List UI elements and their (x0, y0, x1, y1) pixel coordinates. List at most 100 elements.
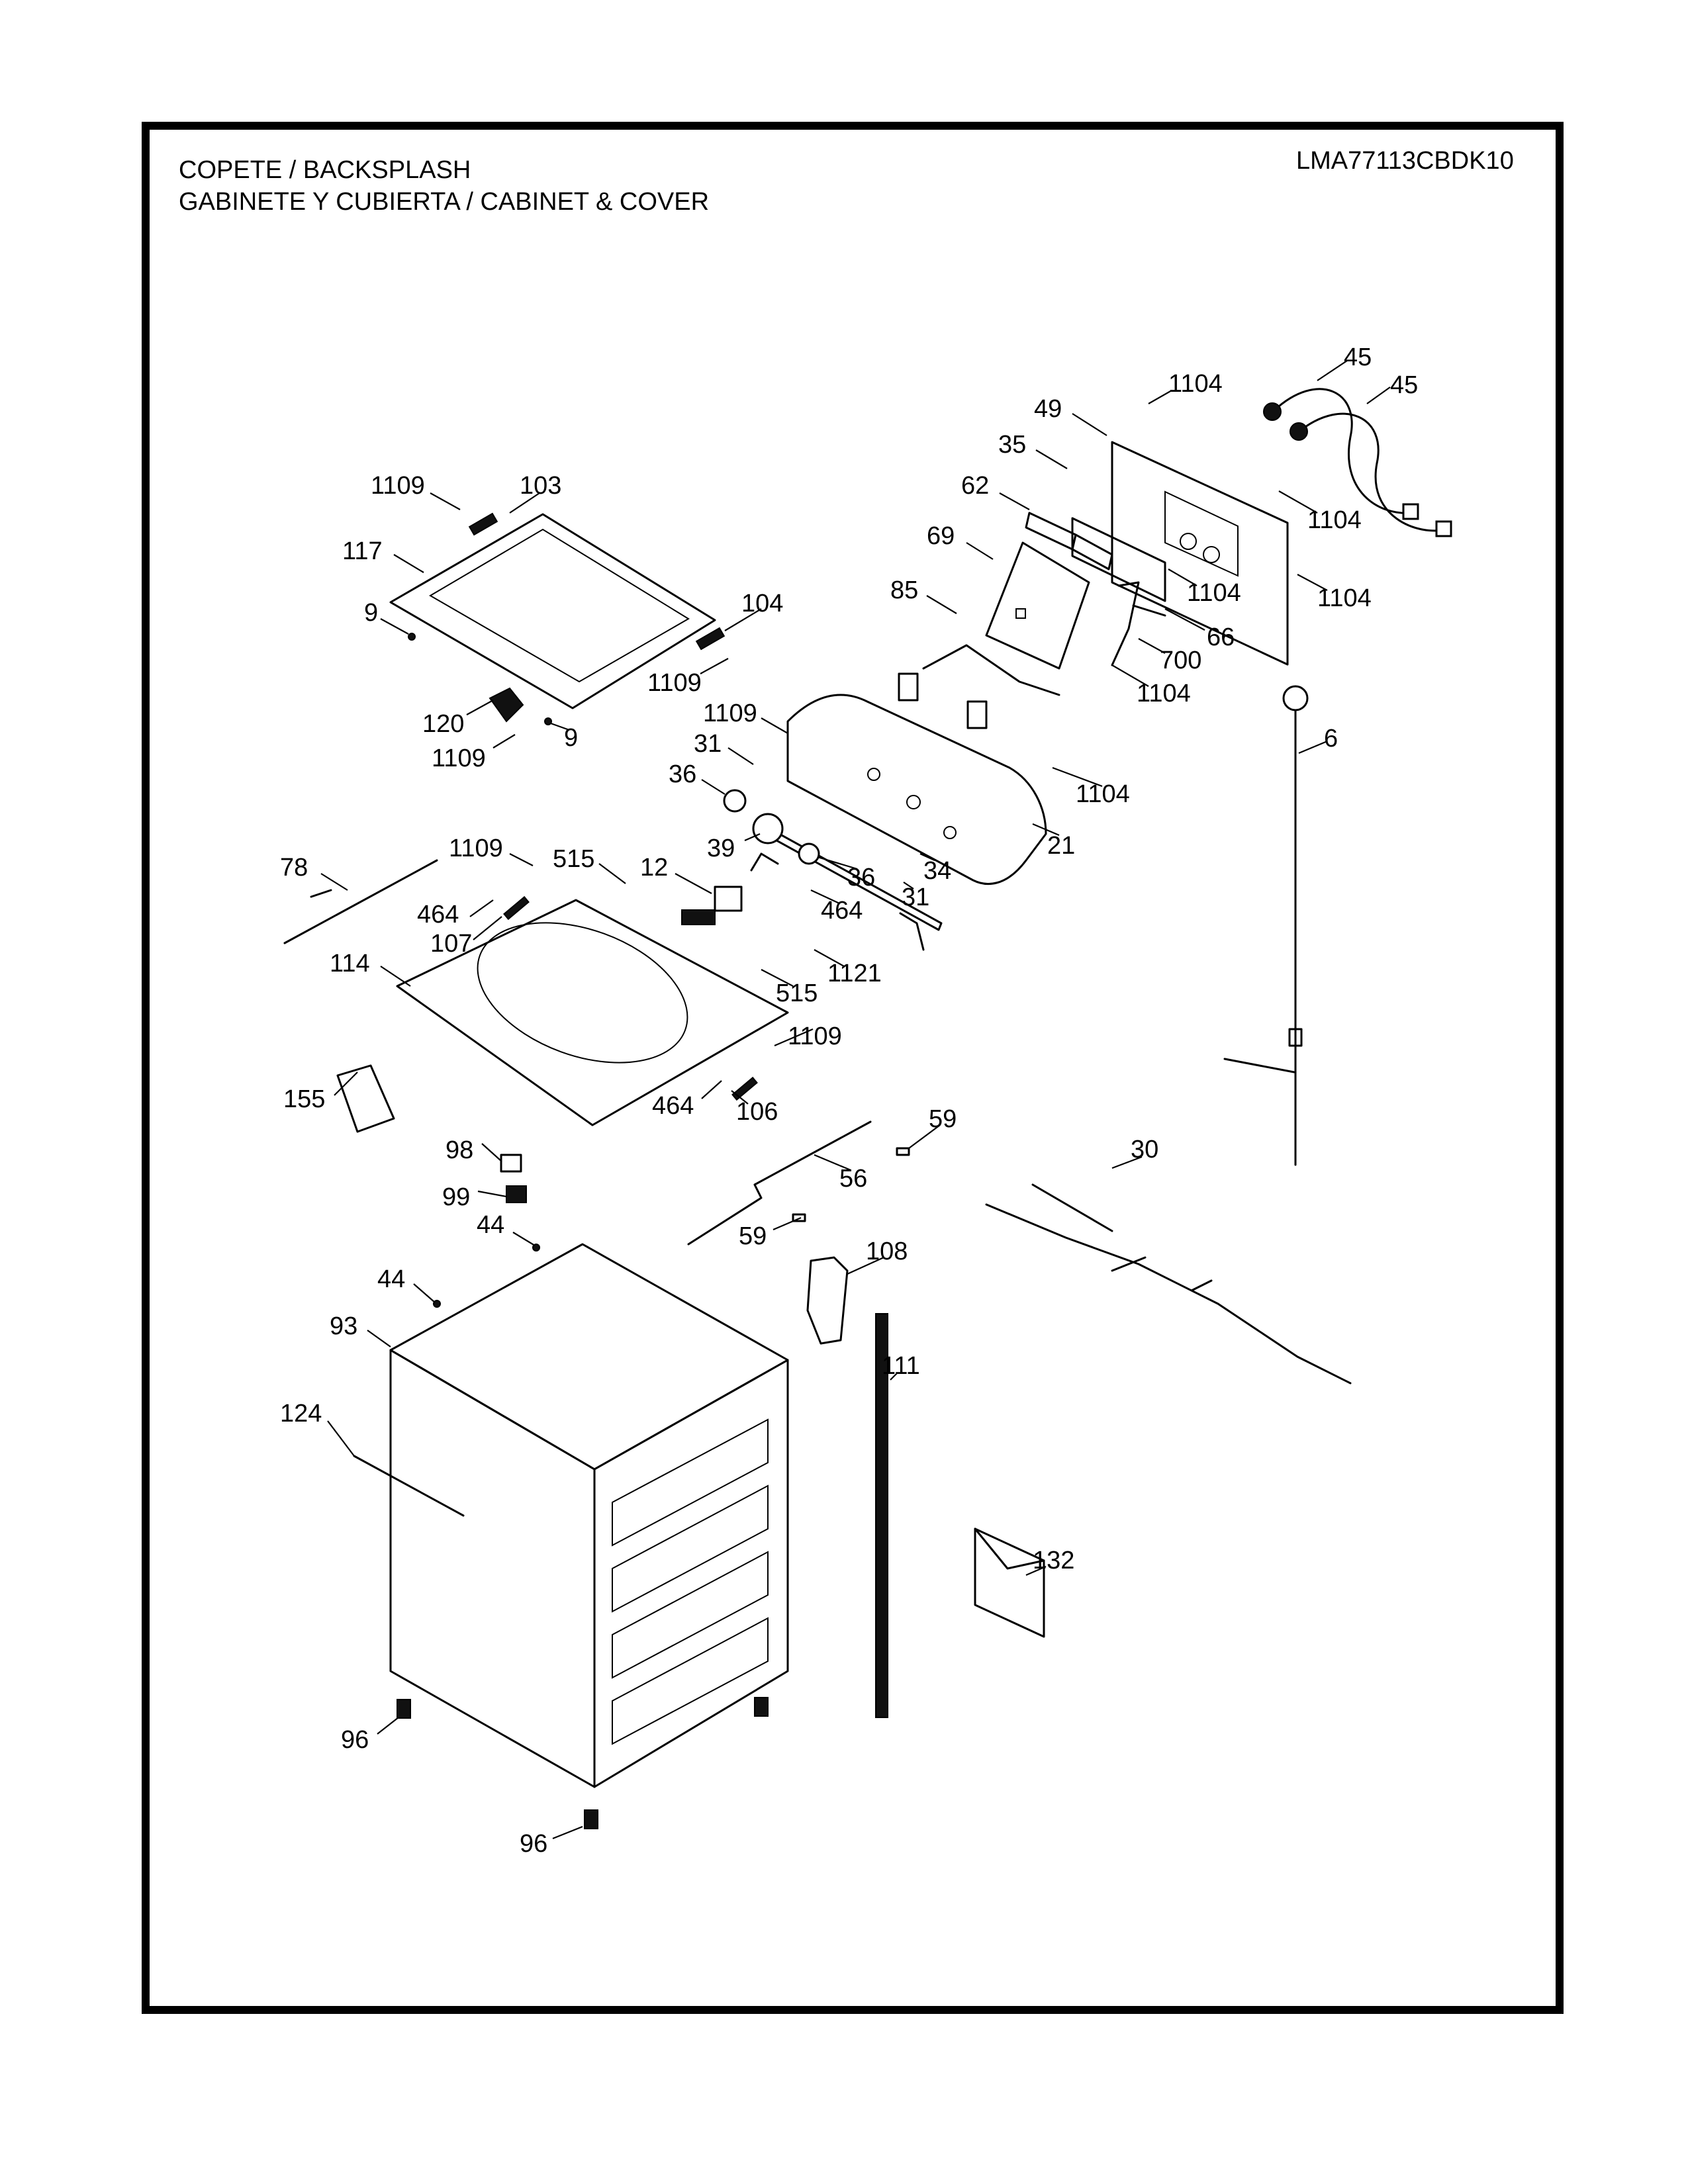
callout: 464 (821, 897, 863, 925)
callout: 1109 (647, 669, 702, 697)
water-valve-12 (681, 886, 743, 925)
callout: 21 (1047, 832, 1075, 860)
callout: 99 (442, 1183, 470, 1211)
callout: 1104 (1137, 680, 1191, 707)
callout: 34 (923, 857, 951, 885)
callout: 114 (330, 950, 370, 978)
callout: 1104 (1076, 780, 1130, 808)
switch-harness-85 (898, 644, 1060, 729)
callout: 6 (1324, 725, 1338, 752)
leveling-leg-96-right (754, 1697, 769, 1717)
callout: 1104 (1168, 370, 1223, 398)
lid-lock-120 (489, 687, 524, 723)
leveling-leg-96-bottom (584, 1809, 598, 1829)
literature-132 (974, 1527, 1045, 1638)
callout: 62 (961, 472, 989, 500)
callout: 44 (477, 1211, 504, 1239)
callout: 515 (776, 979, 818, 1007)
callout: 515 (553, 845, 594, 873)
callout: 117 (342, 537, 383, 565)
callout: 1121 (827, 960, 882, 987)
cabinet-93 (389, 1243, 789, 1788)
lid-switch-99 (506, 1185, 527, 1203)
callout: 96 (520, 1830, 547, 1858)
callout: 96 (341, 1726, 369, 1754)
model-number: LMA77113CBDK10 (1296, 147, 1514, 175)
inlet-hoses-45 (1263, 388, 1452, 537)
callout: 93 (330, 1312, 357, 1340)
callout: 85 (890, 576, 918, 604)
callout: 155 (283, 1085, 325, 1113)
knob-36-left (723, 789, 747, 813)
bracket-108 (806, 1256, 849, 1345)
callout-labels: 1104 45 45 49 35 62 1104 69 1104 1104 66… (280, 343, 1418, 1858)
callout: 1109 (432, 745, 486, 772)
overlay-strip-35 (1071, 517, 1166, 602)
callout: 35 (998, 431, 1026, 459)
callout: 111 (882, 1352, 920, 1380)
connector-59-upper (896, 1147, 910, 1156)
callout: 103 (520, 472, 561, 500)
callout: 56 (839, 1165, 867, 1193)
hinge-104 (695, 627, 726, 651)
callout: 700 (1160, 647, 1201, 674)
callout: 1109 (703, 700, 757, 727)
harness-78 (283, 859, 438, 944)
section-title-backsplash: COPETE / BACKSPLASH (179, 156, 471, 184)
callout: 44 (377, 1265, 405, 1293)
callout: 36 (847, 864, 875, 891)
callout: 45 (1344, 343, 1372, 371)
main-harness-30 (985, 1183, 1352, 1385)
harness-56 (687, 1120, 872, 1246)
callout: 69 (927, 522, 955, 550)
callout: 66 (1207, 623, 1235, 651)
callout: 45 (1390, 371, 1418, 399)
callout: 9 (564, 724, 578, 752)
bumper-9-right (544, 717, 552, 725)
callout: 1109 (371, 472, 425, 500)
drain-hose-111 (875, 1313, 888, 1718)
leader-lines (320, 360, 1391, 1840)
section-title-cabinet-cover: GABINETE Y CUBIERTA / CABINET & COVER (179, 188, 710, 216)
lid-117 (389, 513, 716, 709)
control-board-69 (985, 541, 1090, 670)
callout: 132 (1033, 1547, 1074, 1574)
callout: 120 (422, 710, 464, 738)
hinge-103 (468, 512, 498, 536)
callout: 1109 (788, 1023, 842, 1050)
top-panel-114 (396, 899, 789, 1126)
callout: 12 (640, 854, 668, 882)
callout: 108 (866, 1238, 908, 1265)
callout: 49 (1034, 395, 1062, 423)
callout: 39 (707, 835, 735, 862)
callout: 98 (445, 1136, 473, 1164)
bracket-62 (1025, 512, 1113, 570)
callout: 124 (280, 1400, 322, 1428)
harness-66 (1111, 581, 1166, 666)
callout: 1104 (1187, 579, 1241, 607)
callout: 1109 (449, 835, 503, 862)
callout: 31 (902, 884, 929, 911)
end-cap-31-right (899, 912, 925, 951)
console-21 (786, 694, 1047, 885)
connector-59-lower (792, 1213, 806, 1222)
clip-44-lower (433, 1300, 441, 1308)
callout: 78 (280, 854, 308, 882)
callout: 464 (652, 1092, 694, 1120)
callout: 9 (364, 599, 378, 627)
callout: 31 (694, 730, 722, 758)
dispenser-155 (336, 1064, 395, 1133)
knob-36-right (798, 842, 820, 865)
callout: 59 (739, 1222, 767, 1250)
callout: 59 (929, 1105, 957, 1133)
leveling-leg-96-left (397, 1699, 411, 1719)
callout: 107 (430, 930, 472, 958)
callout: 36 (669, 760, 696, 788)
power-cord-6 (1223, 685, 1309, 1166)
callout: 1104 (1307, 506, 1362, 534)
hinge-pin-106 (731, 1076, 758, 1101)
hinge-pin-107 (503, 895, 530, 921)
end-cap-31-left (750, 852, 779, 872)
diagram-frame (142, 122, 1564, 2014)
